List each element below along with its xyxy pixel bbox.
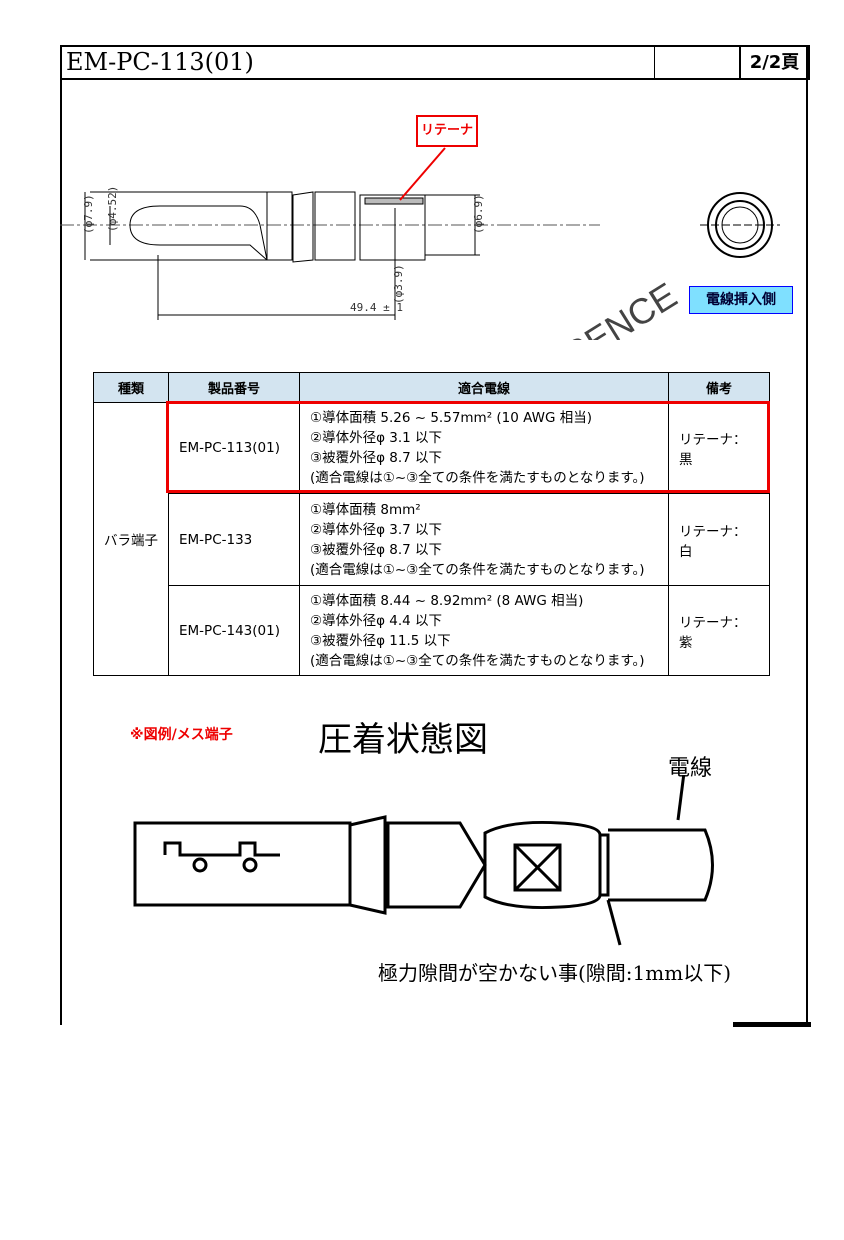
spec-line: (適合電線は①~③全ての条件を満たすものとなります。) bbox=[310, 652, 645, 669]
remark: リテーナ：黒 bbox=[668, 402, 770, 494]
spec-line: ①導体面積 5.26 ~ 5.57mm² (10 AWG 相当) bbox=[310, 410, 593, 426]
spec-line: ③被覆外径φ 8.7 以下 bbox=[310, 541, 443, 558]
dim-right-diameter: (φ6.9) bbox=[472, 194, 485, 234]
gap-note: 極力隙間が空かない事(隙間:1mm以下) bbox=[378, 961, 731, 985]
spec-line: ③被覆外径φ 8.7 以下 bbox=[310, 450, 443, 466]
part-number: EM-PC-143(01) bbox=[168, 585, 300, 676]
remark: リテーナ：紫 bbox=[668, 585, 770, 676]
spec-line: (適合電線は①~③全ての条件を満たすものとなります。) bbox=[310, 561, 645, 578]
retainer-callout: リテーナ bbox=[416, 115, 478, 147]
bottom-bar bbox=[733, 1022, 811, 1027]
blank-cell bbox=[655, 47, 741, 78]
header-wire: 適合電線 bbox=[299, 372, 669, 403]
spec-table: 種類 製品番号 適合電線 備考 バラ端子 EM-PC-113(01) ①導体面積… bbox=[93, 372, 770, 676]
table-row: バラ端子 EM-PC-113(01) ①導体面積 5.26 ~ 5.57mm² … bbox=[93, 402, 770, 676]
header-type: 種類 bbox=[93, 372, 169, 403]
spec-line: ②導体外径φ 3.1 以下 bbox=[310, 430, 443, 446]
spec-line: ②導体外径φ 3.7 以下 bbox=[310, 521, 443, 538]
wire-spec: ①導体面積 8.44 ~ 8.92mm² (8 AWG 相当) ②導体外径φ 4.… bbox=[299, 585, 669, 676]
spec-line: ③被覆外径φ 11.5 以下 bbox=[310, 632, 451, 649]
crimp-drawing bbox=[133, 775, 714, 946]
highlight-box bbox=[166, 401, 770, 493]
title-block: EM-PC-113(01) 2/2頁 bbox=[60, 45, 810, 80]
dim-inner-right: (φ3.9) bbox=[392, 264, 405, 304]
terminal-drawing: (φ7.9) (φ4.52) (φ6.9) (φ3.9) 49.4 ± 1 RE… bbox=[60, 147, 780, 340]
wire-insertion-side-label: 電線挿入側 bbox=[689, 286, 793, 314]
spec-line: ①導体面積 8.44 ~ 8.92mm² (8 AWG 相当) bbox=[310, 592, 584, 609]
watermark: RENCE bbox=[555, 274, 684, 340]
table-row: EM-PC-143(01) ①導体面積 8.44 ~ 8.92mm² (8 AW… bbox=[94, 585, 770, 676]
remark: リテーナ：白 bbox=[668, 493, 770, 586]
header-note: 備考 bbox=[668, 372, 770, 403]
table-header: 種類 製品番号 適合電線 備考 bbox=[93, 372, 770, 403]
wire-label: 電線 bbox=[668, 756, 713, 781]
header-part: 製品番号 bbox=[168, 372, 300, 403]
spec-line: ②導体外径φ 4.4 以下 bbox=[310, 612, 443, 629]
dim-outer-diameter: (φ7.9) bbox=[82, 194, 95, 234]
wire-spec: ①導体面積 5.26 ~ 5.57mm² (10 AWG 相当) ②導体外径φ 3… bbox=[299, 402, 669, 494]
part-number: EM-PC-133 bbox=[168, 493, 300, 586]
dim-inner-diameter: (φ4.52) bbox=[106, 186, 119, 232]
example-note: ※図例/メス端子 bbox=[130, 727, 233, 743]
crimp-title: 圧着状態図 bbox=[318, 720, 488, 760]
spec-line: ①導体面積 8mm² bbox=[310, 501, 421, 518]
type-cell: バラ端子 bbox=[93, 402, 169, 676]
document-id: EM-PC-113(01) bbox=[62, 47, 655, 78]
table-row: EM-PC-133 ①導体面積 8mm² ②導体外径φ 3.7 以下 ③被覆外径φ … bbox=[94, 493, 770, 586]
page-number: 2/2頁 bbox=[749, 52, 800, 73]
spec-line: (適合電線は①~③全ての条件を満たすものとなります。) bbox=[310, 470, 645, 486]
wire-spec: ①導体面積 8mm² ②導体外径φ 3.7 以下 ③被覆外径φ 8.7 以下 (適合電… bbox=[299, 493, 669, 586]
part-number: EM-PC-113(01) bbox=[168, 402, 300, 494]
dim-length: 49.4 ± 1 bbox=[350, 301, 403, 314]
